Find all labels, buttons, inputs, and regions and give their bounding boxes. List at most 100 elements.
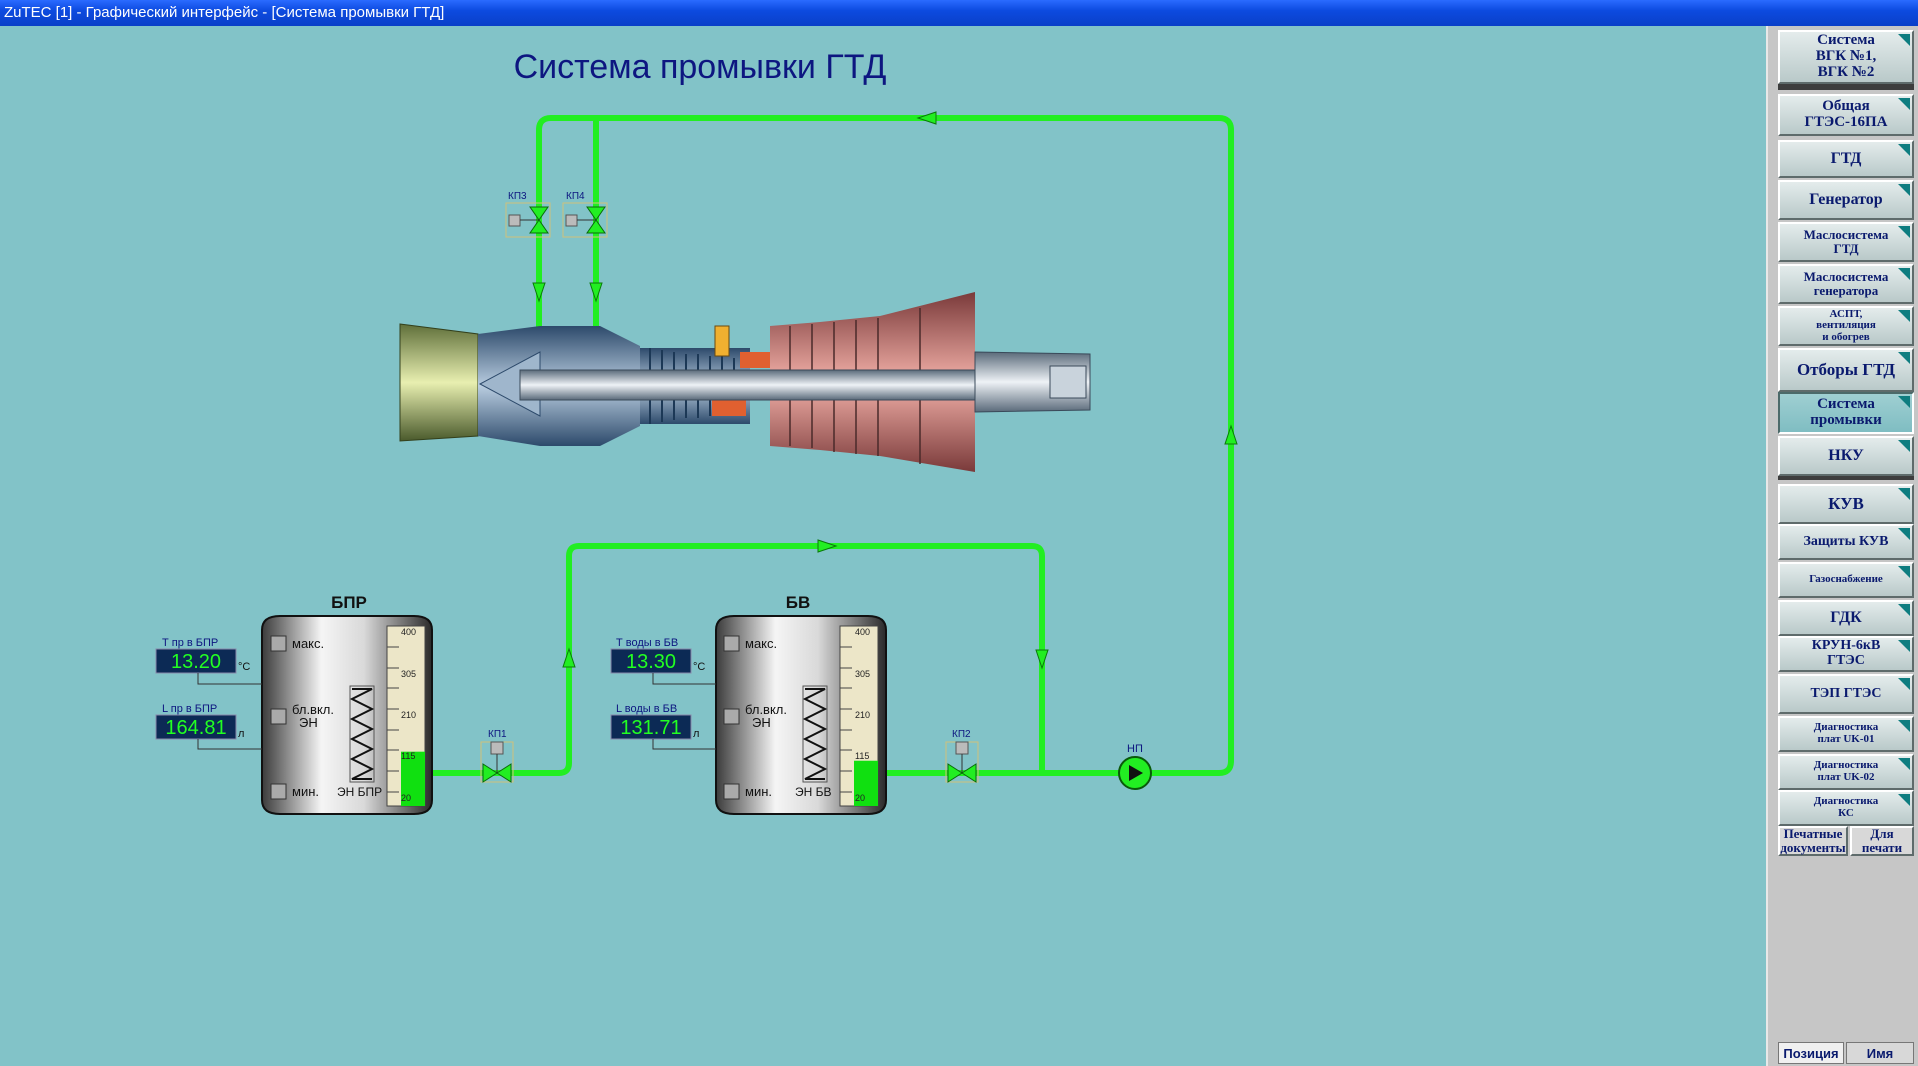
level-readout bbox=[610, 714, 692, 740]
valve-kp3[interactable]: КП3 bbox=[505, 191, 551, 238]
nav-button-label: Маслосистема ГТД bbox=[1803, 227, 1889, 256]
corner-triangle-icon bbox=[1898, 440, 1910, 452]
valve-kp1[interactable]: КП1 bbox=[480, 729, 514, 783]
valve-kp3-label: КП3 bbox=[508, 191, 527, 202]
valve-icon bbox=[529, 206, 549, 221]
tab-name-label: Имя bbox=[1866, 1045, 1894, 1061]
nav-button-label: Газоснабжение bbox=[1809, 573, 1883, 586]
corner-triangle-icon bbox=[1898, 794, 1910, 806]
arrow-down-icon bbox=[589, 282, 603, 303]
tank-bv: БВ 400 305 210 115 20 макс. бл.вкл. ЭН м… bbox=[610, 593, 887, 815]
nav-button-19[interactable]: Диагностика КС bbox=[1778, 790, 1914, 826]
valve-kp2[interactable]: КП2 bbox=[945, 729, 979, 783]
corner-triangle-icon bbox=[1898, 144, 1910, 156]
corner-triangle-icon bbox=[1898, 98, 1910, 110]
nav-button-15[interactable]: КРУН-6кВ ГТЭС bbox=[1778, 636, 1914, 672]
valve-kp2-label: КП2 bbox=[952, 729, 971, 740]
nav-button-10[interactable]: НКУ bbox=[1778, 436, 1914, 476]
level-unit: л bbox=[693, 728, 699, 740]
valve-icon bbox=[586, 206, 606, 221]
max-level-indicator bbox=[723, 635, 740, 652]
nav-button-5[interactable]: Маслосистема ГТД bbox=[1778, 222, 1914, 262]
actuator-icon bbox=[490, 741, 504, 755]
bpr-outlet-pipe bbox=[427, 543, 1045, 776]
nav-button-9[interactable]: Система промывки bbox=[1778, 392, 1914, 434]
nav-button-11[interactable]: КУВ bbox=[1778, 484, 1914, 524]
valve-kp4[interactable]: КП4 bbox=[562, 191, 608, 238]
arrow-down-icon bbox=[1035, 649, 1049, 670]
arrow-right-icon bbox=[817, 539, 838, 553]
corner-triangle-icon bbox=[1898, 678, 1910, 690]
temp-unit: °С bbox=[693, 661, 705, 673]
print-documents-button[interactable]: Печатные документы bbox=[1778, 826, 1848, 856]
arrow-down-icon bbox=[532, 282, 546, 303]
temp-label: Т воды в БВ bbox=[616, 637, 678, 649]
level-label: L пр в БПР bbox=[162, 703, 217, 715]
nav-button-label: Общая ГТЭС-16ПА bbox=[1804, 98, 1888, 130]
nav-button-label: КРУН-6кВ ГТЭС bbox=[1811, 638, 1881, 668]
nav-button-8[interactable]: Отборы ГТД bbox=[1778, 348, 1914, 392]
block-heater-indicator bbox=[723, 708, 740, 725]
nav-button-1[interactable]: Система ВГК №1, ВГК №2 bbox=[1778, 30, 1914, 84]
scale-label: 115 bbox=[855, 751, 869, 761]
nav-button-3[interactable]: ГТД bbox=[1778, 140, 1914, 178]
min-label: мин. bbox=[292, 784, 319, 799]
temp-value: 13.20 bbox=[171, 651, 221, 673]
max-label: макс. bbox=[292, 636, 324, 651]
nav-button-label: Диагностика плат UK-01 bbox=[1813, 721, 1879, 745]
for-print-button-label: Для печати bbox=[1861, 826, 1903, 855]
nav-button-label: АСПТ, вентиляция и обогрев bbox=[1816, 307, 1876, 343]
return-pipe bbox=[536, 115, 1234, 776]
nav-button-label: Защиты КУВ bbox=[1803, 533, 1889, 549]
pump-label: НП bbox=[1127, 743, 1143, 755]
nav-button-label: ГДК bbox=[1830, 608, 1862, 626]
nav-button-16[interactable]: ТЭП ГТЭС bbox=[1778, 674, 1914, 714]
pump-np[interactable]: НП bbox=[1118, 743, 1152, 790]
corner-triangle-icon bbox=[1898, 268, 1910, 280]
valve-icon bbox=[482, 763, 498, 783]
nav-button-2[interactable]: Общая ГТЭС-16ПА bbox=[1778, 94, 1914, 136]
corner-triangle-icon bbox=[1898, 566, 1910, 578]
nav-button-label: Генератор bbox=[1809, 190, 1883, 208]
temp-value: 13.30 bbox=[626, 651, 676, 673]
nav-button-12[interactable]: Защиты КУВ bbox=[1778, 524, 1914, 560]
corner-triangle-icon bbox=[1898, 720, 1910, 732]
for-print-button[interactable]: Для печати bbox=[1850, 826, 1914, 856]
nav-button-label: НКУ bbox=[1828, 446, 1864, 464]
tab-position-label: Позиция bbox=[1783, 1045, 1839, 1061]
temp-readout bbox=[155, 648, 237, 674]
heater-coil-icon bbox=[349, 688, 375, 780]
process-diagram: Система промывки ГТД bbox=[155, 48, 1238, 815]
corner-triangle-icon bbox=[1898, 226, 1910, 238]
nav-button-label: Диагностика КС bbox=[1813, 795, 1879, 819]
nav-button-17[interactable]: Диагностика плат UK-01 bbox=[1778, 716, 1914, 752]
block-heater-indicator bbox=[270, 708, 287, 725]
navigation-panel: Система ВГК №1, ВГК №2 Общая ГТЭС-16ПА ГТД… bbox=[1766, 26, 1918, 1066]
nav-button-4[interactable]: Генератор bbox=[1778, 180, 1914, 220]
nav-button-13[interactable]: Газоснабжение bbox=[1778, 562, 1914, 598]
nav-button-7[interactable]: АСПТ, вентиляция и обогрев bbox=[1778, 306, 1914, 346]
tab-name[interactable]: Имя bbox=[1846, 1042, 1914, 1064]
panel-separator bbox=[1778, 476, 1914, 480]
scale-label: 305 bbox=[401, 669, 416, 679]
scale-label: 210 bbox=[401, 710, 416, 720]
heater-coil-icon bbox=[802, 688, 828, 780]
heater-label: ЭН БПР bbox=[337, 785, 382, 799]
page-title: Система промывки ГТД bbox=[514, 48, 887, 86]
nav-button-6[interactable]: Маслосистема генератора bbox=[1778, 264, 1914, 304]
flow-arrows bbox=[532, 111, 1238, 670]
gas-turbine-image bbox=[399, 292, 1091, 472]
tab-position[interactable]: Позиция bbox=[1778, 1042, 1844, 1064]
temp-label: Т пр в БПР bbox=[162, 637, 218, 649]
panel-separator bbox=[1778, 86, 1914, 90]
nav-button-18[interactable]: Диагностика плат UK-02 bbox=[1778, 754, 1914, 790]
scale-label: 20 bbox=[401, 793, 411, 803]
scale-label: 115 bbox=[401, 751, 415, 761]
level-value: 131.71 bbox=[620, 717, 681, 739]
nav-button-label: ТЭП ГТЭС bbox=[1810, 685, 1882, 701]
window-title-bar: ZuTEC [1] - Графический интерфейс - [Сис… bbox=[0, 0, 1918, 26]
arrow-left-icon bbox=[916, 111, 937, 125]
nav-button-label: Диагностика плат UK-02 bbox=[1813, 759, 1879, 783]
nav-button-14[interactable]: ГДК bbox=[1778, 600, 1914, 636]
corner-triangle-icon bbox=[1898, 352, 1910, 364]
